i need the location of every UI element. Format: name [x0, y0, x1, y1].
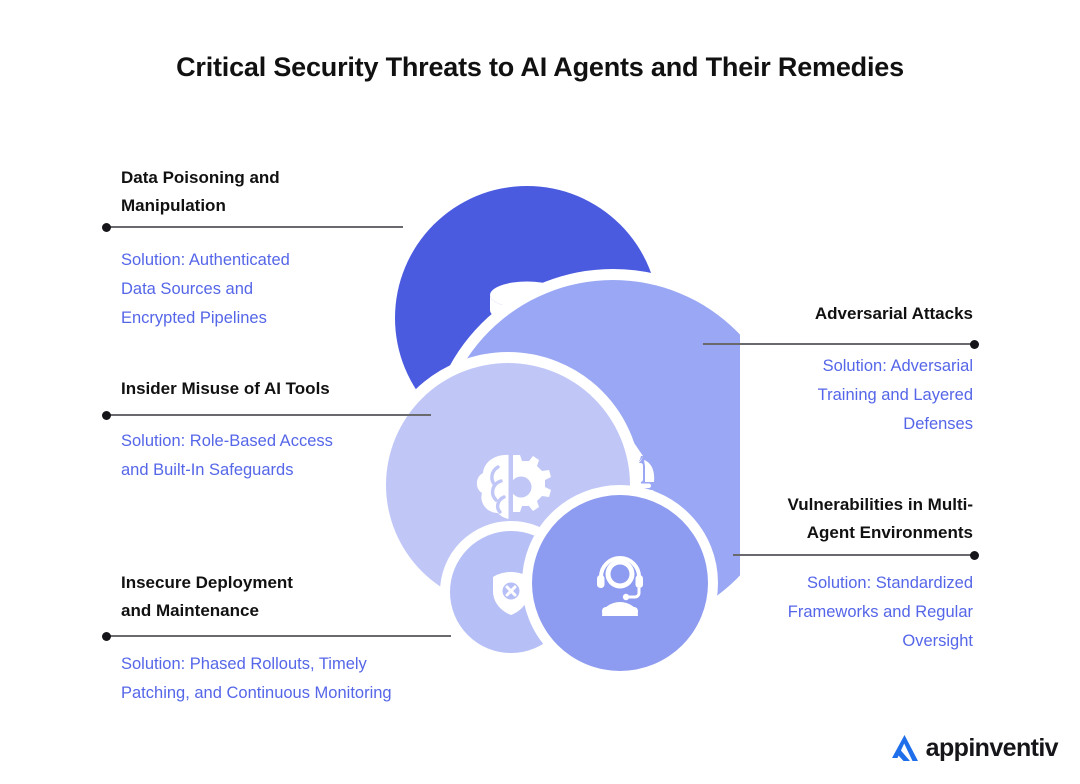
threat-title: Insider Misuse of AI Tools [121, 379, 330, 398]
threat-title: Vulnerabilities in Multi- Agent Environm… [787, 495, 973, 543]
connector-dot [102, 410, 111, 420]
solution-text: Solution: Standardized Frameworks and Re… [787, 574, 973, 651]
solution-text: Solution: Phased Rollouts, Timely Patchi… [121, 655, 392, 703]
item-multi-agent-vulnerabilities: Vulnerabilities in Multi- Agent Environm… [718, 491, 973, 656]
connector-line-adversarial-attacks [703, 339, 979, 349]
threat-title: Insecure Deployment and Maintenance [121, 573, 293, 621]
connector-line-data-poisoning [102, 222, 403, 232]
circle-multi-agent-vulnerabilities [522, 485, 718, 681]
connector-line-insecure-deployment [102, 631, 451, 641]
connector-dot [102, 631, 111, 641]
appinventiv-a-mark-icon [891, 735, 918, 761]
solution-text: Solution: Role-Based Access and Built-In… [121, 432, 333, 480]
item-adversarial-attacks: Adversarial Attacks Solution: Adversaria… [688, 300, 973, 439]
threat-title: Adversarial Attacks [814, 304, 973, 323]
appinventiv-logo[interactable]: appinventiv [888, 732, 1059, 764]
connector-dot [970, 550, 979, 560]
circle-cluster-diagram [380, 125, 740, 695]
solution-text: Solution: Adversarial Training and Layer… [817, 357, 973, 434]
connector-dot [102, 222, 111, 232]
item-insider-misuse: Insider Misuse of AI Tools Solution: Rol… [121, 375, 421, 485]
item-insecure-deployment: Insecure Deployment and Maintenance Solu… [121, 569, 471, 708]
appinventiv-wordmark: appinventiv [925, 733, 1059, 762]
connector-line-insider-misuse [102, 410, 431, 420]
solution-text: Solution: Authenticated Data Sources and… [121, 251, 290, 328]
item-data-poisoning: Data Poisoning and Manipulation Solution… [121, 164, 411, 333]
connector-line-multi-agent [733, 550, 979, 560]
threat-title: Data Poisoning and Manipulation [121, 168, 280, 216]
connector-dot [970, 339, 979, 349]
page-title: Critical Security Threats to AI Agents a… [176, 52, 904, 82]
